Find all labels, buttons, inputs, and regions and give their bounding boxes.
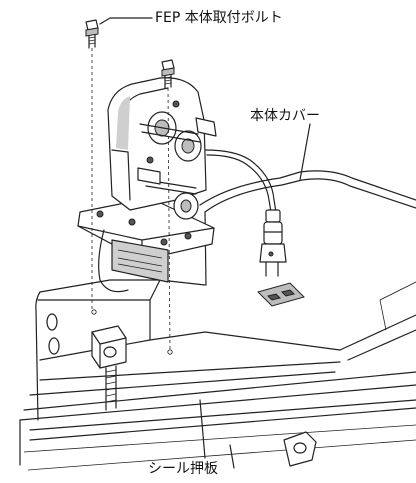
body-cover-label: 本体カバー [250,108,320,124]
body-cover [199,170,416,361]
seal-pressure-plate [19,279,416,471]
plate-leader-line [199,399,206,459]
fep-bolt-left [85,19,99,312]
power-plug [204,149,287,277]
fep-bolt-right [161,59,175,353]
fep-unit [77,77,217,293]
outlet-icon [257,282,305,307]
fep-bolt-label: FEP 本体取付ボルト [155,10,283,26]
pressure-plate-label: シール押板 [148,461,218,477]
fep-bolt-leader-line [99,17,153,25]
cover-leader-line [299,123,311,181]
